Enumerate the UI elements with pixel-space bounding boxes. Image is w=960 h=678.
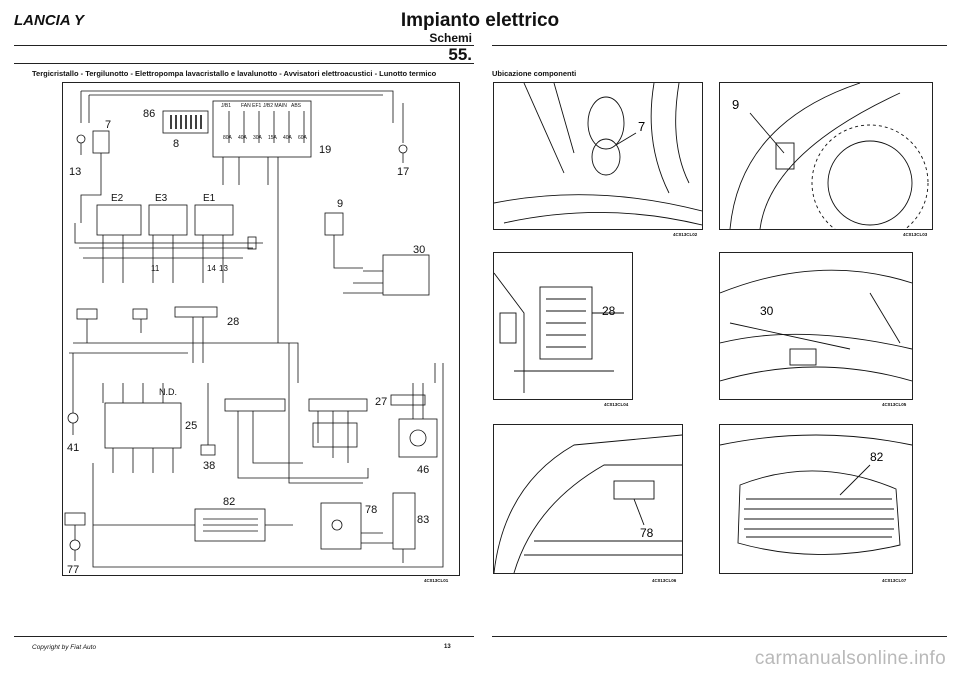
- component-photo-4: 30: [719, 252, 913, 400]
- header-rule-right: [492, 45, 947, 46]
- footer-rule-left: [14, 636, 474, 637]
- copyright: Copyright by Fiat Auto: [32, 644, 97, 651]
- component-photo-3: 28: [493, 252, 633, 400]
- photo-4-drawing: 30: [719, 269, 913, 382]
- photo-6-drawing: 82: [719, 434, 913, 555]
- label-13: 13: [69, 166, 81, 178]
- components-caption: Ubicazione componenti: [492, 69, 577, 78]
- fuse-label-2: FAN EF1: [241, 103, 262, 109]
- label-11: 11: [151, 264, 160, 273]
- diagram-caption: Tergicristallo - Tergilunotto - Elettrop…: [32, 69, 437, 78]
- photo-1-code: 4C013CL02: [673, 232, 698, 237]
- brand-title: LANCIA Y: [14, 12, 85, 29]
- switch-label-e3: E3: [155, 193, 168, 204]
- label-17: 17: [397, 166, 409, 178]
- component-photo-5: 78: [493, 424, 683, 574]
- photo-4-label: 30: [760, 304, 774, 318]
- photo-3-code: 4C013CL04: [604, 402, 629, 407]
- label-41: 41: [67, 442, 79, 454]
- fuse-labels: J/B1 FAN EF1 J/B2 MAIN ABS 80A 40A 30A 1…: [221, 103, 308, 141]
- wiring-diagram: 86 7 8 19 13 17 9 30 11 14 13 28 25 38 2…: [62, 82, 460, 576]
- page-title: Impianto elettrico: [400, 10, 560, 31]
- photo-2-label: 9: [732, 97, 739, 112]
- section-number: 55.: [448, 45, 472, 64]
- component-photo-1: 7: [493, 82, 703, 230]
- fuse-label-1: J/B1: [221, 103, 231, 109]
- label-77: 77: [67, 564, 79, 575]
- label-46: 46: [417, 464, 429, 476]
- photo-2-drawing: 9: [729, 82, 929, 242]
- photo-2-code: 4C013CL03: [903, 232, 928, 237]
- text-label-nd: N.D.: [159, 387, 177, 397]
- label-30: 30: [413, 244, 425, 256]
- photo-5-drawing: 78: [493, 434, 683, 574]
- fuse-rating-6: 60A: [298, 135, 308, 141]
- label-86: 86: [143, 108, 155, 120]
- photo-6-code: 4C013CL07: [882, 578, 907, 583]
- photo-5-label: 78: [640, 526, 654, 540]
- header-rule-left: [14, 45, 474, 46]
- label-14: 14: [207, 264, 216, 273]
- page-subtitle: Schemi: [429, 31, 472, 45]
- label-78: 78: [365, 504, 377, 516]
- fuse-label-4: ABS: [291, 103, 302, 109]
- label-7: 7: [105, 119, 111, 131]
- label-19: 19: [319, 144, 331, 156]
- component-number-labels: 86 7 8 19 13 17 9 30 11 14 13 28 25 38 2…: [67, 108, 429, 576]
- switch-label-e1: E1: [203, 193, 216, 204]
- label-38: 38: [203, 460, 215, 472]
- label-27: 27: [375, 396, 387, 408]
- fuse-rating-4: 15A: [268, 135, 278, 141]
- fuse-rating-2: 40A: [238, 135, 248, 141]
- component-photo-2: 9: [719, 82, 933, 242]
- fuse-label-3: J/B2 MAIN: [263, 103, 287, 109]
- label-25: 25: [185, 420, 197, 432]
- footer-rule-right: [492, 636, 947, 637]
- page-number: 13: [444, 644, 451, 650]
- photo-6-label: 82: [870, 450, 884, 464]
- component-photo-6: 82: [719, 424, 913, 574]
- fuse-rating-5: 40A: [283, 135, 293, 141]
- photo-3-label: 28: [602, 304, 616, 318]
- wire-group: [64, 90, 444, 568]
- diagram-code: 4C013CL01: [424, 578, 449, 583]
- label-8: 8: [173, 138, 179, 150]
- label-82: 82: [223, 496, 235, 508]
- watermark: carmanualsonline.info: [754, 648, 946, 669]
- photo-4-code: 4C013CL05: [882, 402, 907, 407]
- relay-86: [162, 110, 209, 134]
- photo-1-drawing: 7: [493, 82, 703, 226]
- label-83: 83: [417, 514, 429, 526]
- label-9: 9: [337, 198, 343, 210]
- photo-5-code: 4C013CL06: [652, 578, 677, 583]
- header-rule-left-bottom: [14, 63, 474, 64]
- photo-3-drawing: 28: [493, 272, 624, 393]
- photo-1-label: 7: [638, 119, 645, 134]
- wiring-diagram-svg: 86 7 8 19 13 17 9 30 11 14 13 28 25 38 2…: [64, 90, 444, 576]
- switch-label-e2: E2: [111, 193, 124, 204]
- label-28: 28: [227, 316, 239, 328]
- switch-labels: E2 E3 E1 N.D.: [111, 193, 216, 397]
- fuse-rating-3: 30A: [253, 135, 263, 141]
- fuse-rating-1: 80A: [223, 135, 233, 141]
- label-13b: 13: [219, 264, 228, 273]
